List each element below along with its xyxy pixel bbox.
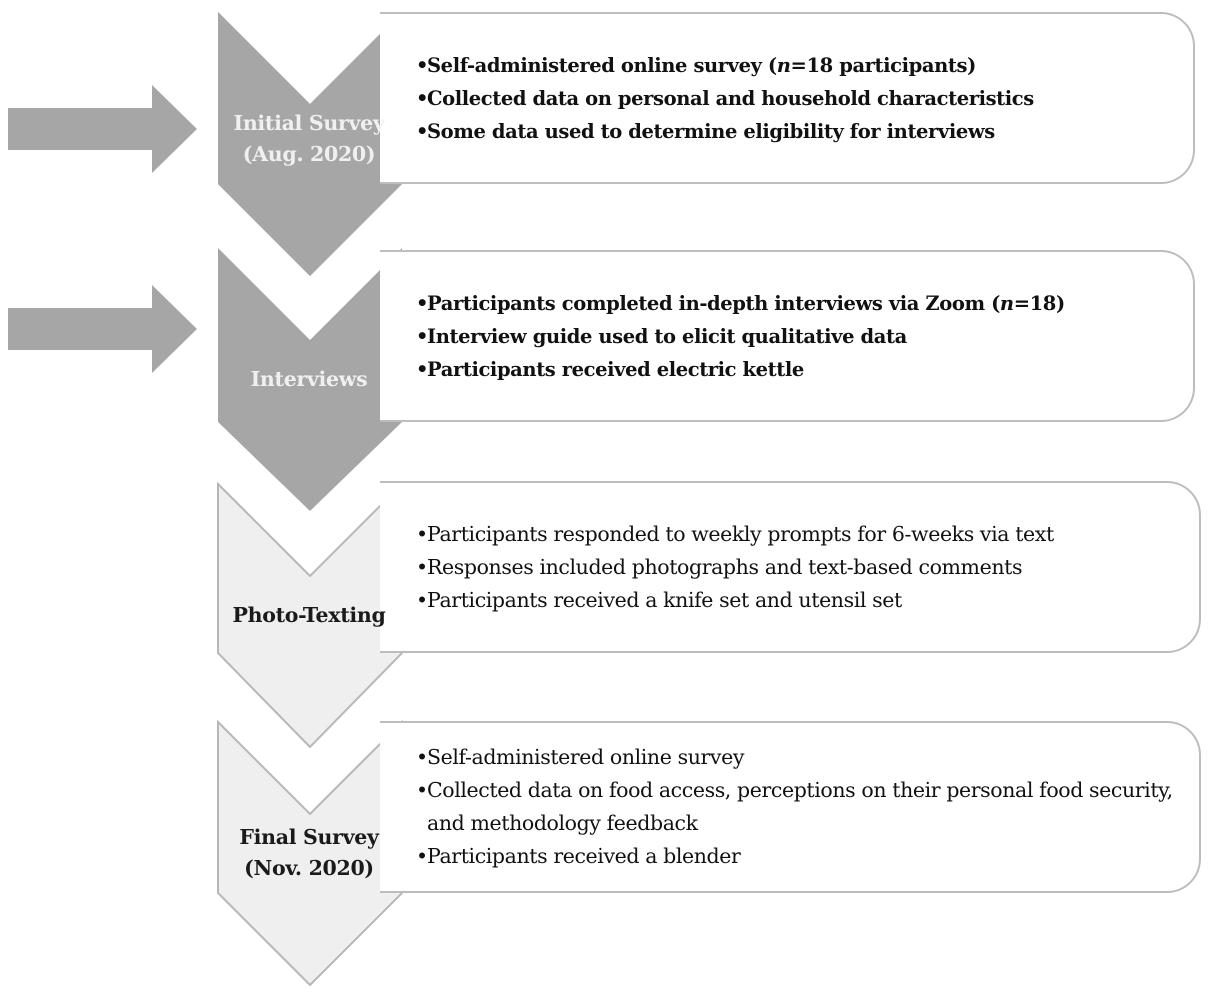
bullet-text: Interview guide used to elicit qualitati… [427,324,907,348]
label-line: (Aug. 2020) [242,142,376,166]
entry-arrow-initial-survey [8,85,197,173]
bullet-text: Some data used to determine eligibility … [427,119,995,143]
bullet-list: Participants completed in-depth intervie… [416,287,1065,386]
stage-label-final-survey: Final Survey (Nov. 2020) [218,822,400,884]
stage-label-initial-survey: Initial Survey (Aug. 2020) [218,108,400,170]
bullet-text: =18) [1013,291,1066,315]
bullet-item: Participants responded to weekly prompts… [416,518,1054,551]
stage-box-final-survey: Self-administered online surveyCollected… [380,721,1201,893]
bullet-item: Participants completed in-depth intervie… [416,287,1065,320]
stage-label-interviews: Interviews [218,364,400,395]
bullet-item: Participants received electric kettle [416,353,1065,386]
bullet-list: Self-administered online surveyCollected… [416,741,1173,873]
bullet-text: Participants responded to weekly prompts… [427,521,1054,546]
label-line: Photo-Texting [232,603,386,627]
bullet-text: Self-administered online survey [427,745,745,769]
bullet-item: Collected data on food access, perceptio… [416,774,1173,840]
bullet-text: =18 participants) [790,53,977,77]
entry-arrow-interviews [8,285,197,373]
bullet-text: Participants received electric kettle [427,357,804,381]
bullet-list: Self-administered online survey (n=18 pa… [416,49,1034,148]
chevron-interviews [218,248,402,511]
bullet-item: Some data used to determine eligibility … [416,115,1034,148]
label-line: Final Survey [239,825,379,849]
chevron-final-survey [217,719,403,987]
bullet-item: Participants received a blender [416,840,1173,873]
italic-variable: n [776,53,791,77]
bullet-text: Collected data on personal and household… [427,86,1034,110]
bullet-item: Self-administered online survey [416,741,1173,774]
label-line: (Nov. 2020) [244,856,374,880]
bullet-line: and methodology feedback [427,811,698,835]
bullet-text: Participants received a blender [427,844,741,868]
bullet-text: Participants completed in-depth intervie… [427,291,1000,315]
bullet-item: Responses included photographs and text-… [416,551,1054,584]
chevron-overlay-initial-survey [218,12,402,276]
bullet-line: Collected data on food access, perceptio… [427,778,1173,802]
bullet-item: Self-administered online survey (n=18 pa… [416,49,1034,82]
stage-label-photo-texting: Photo-Texting [218,600,400,631]
chevron-photo-texting [217,481,403,749]
stage-box-photo-texting: Participants responded to weekly prompts… [380,481,1201,653]
stage-box-interviews: Participants completed in-depth intervie… [380,250,1195,422]
label-line: Initial Survey [233,111,385,135]
bullet-item: Interview guide used to elicit qualitati… [416,320,1065,353]
bullet-item: Participants received a knife set and ut… [416,584,1054,617]
bullet-item: Collected data on personal and household… [416,82,1034,115]
label-line: Interviews [250,367,368,391]
bullet-text: Responses included photographs and text-… [427,554,1023,579]
bullet-list: Participants responded to weekly prompts… [416,518,1054,617]
stage-box-initial-survey: Self-administered online survey (n=18 pa… [380,12,1195,184]
italic-variable: n [999,291,1014,315]
bullet-text: Self-administered online survey ( [427,53,777,77]
bullet-text: Participants received a knife set and ut… [427,587,902,612]
